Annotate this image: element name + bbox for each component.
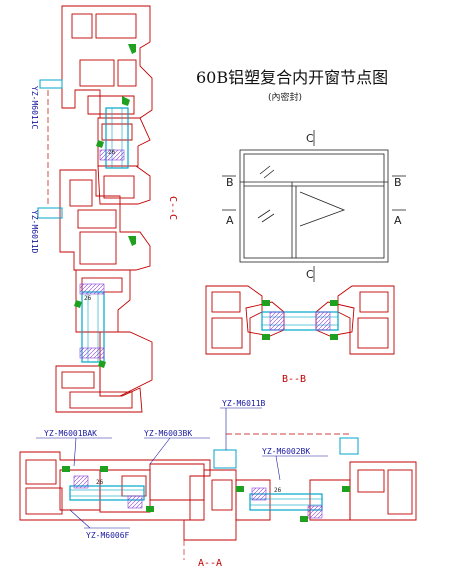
part-label-h5: YZ-M6006F <box>86 531 130 540</box>
mark-a-left: A <box>226 214 234 227</box>
glass-code-4: 26 <box>274 487 282 494</box>
page-subtitle: (內密封) <box>268 93 303 103</box>
aa-leaders <box>36 407 328 529</box>
part-label-v-bottom: YZ-M6011D <box>30 210 39 254</box>
section-bb <box>205 285 395 355</box>
vertical-glass <box>79 107 129 363</box>
mark-c-bottom: C <box>306 268 314 281</box>
bb-gaskets <box>262 300 338 340</box>
glass-code-2: 26 <box>84 295 92 302</box>
part-label-h1: YZ-M6001BAK <box>44 429 97 438</box>
glass-codes: 26 26 26 26 <box>84 149 282 494</box>
part-label-v-top: YZ-M6011C <box>30 86 39 130</box>
aa-gaskets <box>62 466 350 522</box>
vertical-gaskets <box>74 44 136 368</box>
glass-code-1: 26 <box>108 149 116 156</box>
elevation-marks: C C B B A A <box>226 132 402 281</box>
part-label-h4: YZ-M6002BK <box>262 447 310 456</box>
mark-b-right: B <box>394 176 402 189</box>
page-title: 60B铝塑复合内开窗节点图 <box>196 68 389 87</box>
mark-a-right: A <box>394 214 402 227</box>
section-label-bb: B--B <box>282 374 306 385</box>
bb-glass <box>261 311 339 331</box>
mark-b-left: B <box>226 176 234 189</box>
part-label-h2: YZ-M6003BK <box>144 429 192 438</box>
vertical-section-cc <box>55 5 153 413</box>
section-label-cc: C--C <box>167 196 178 220</box>
mark-c-top: C <box>306 132 314 145</box>
section-label-aa: A--A <box>198 558 222 569</box>
aa-connector <box>213 433 359 469</box>
window-elevation <box>222 130 406 282</box>
aa-glass <box>69 475 323 519</box>
part-label-h3: YZ-M6011B <box>222 399 266 408</box>
glass-code-3: 26 <box>96 479 104 486</box>
vertical-connectors <box>37 79 63 219</box>
